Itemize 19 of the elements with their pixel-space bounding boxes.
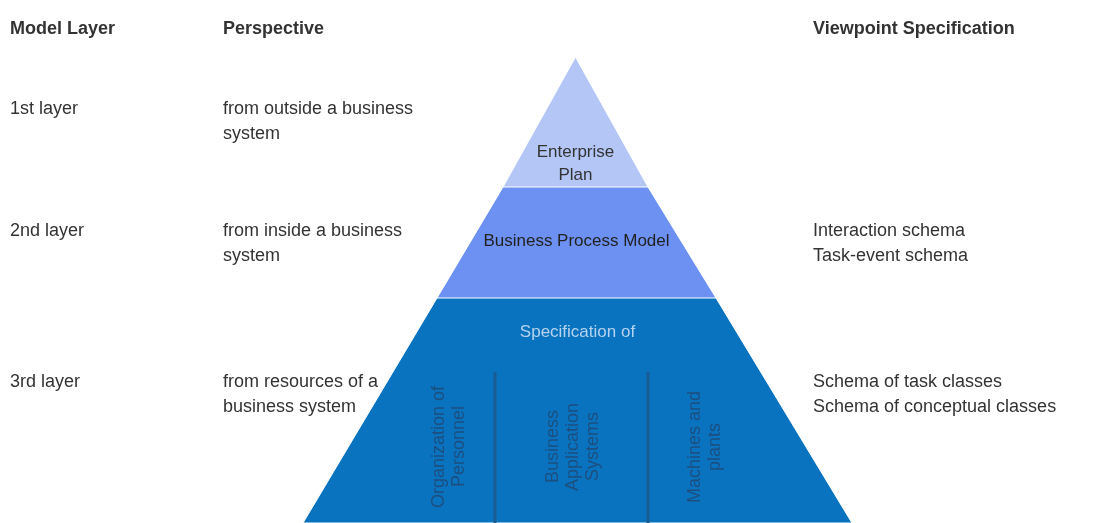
- tier-label: Enterprise Plan: [535, 141, 616, 186]
- description-text: from resources of a business system: [223, 370, 380, 418]
- column-header: Model Layer: [10, 17, 117, 40]
- column-label: Organization of Personnel: [427, 384, 468, 510]
- column-label: Business Application Systems: [541, 401, 602, 493]
- tier-label: Specification of: [518, 321, 637, 343]
- layer-label: 3rd layer: [10, 370, 82, 393]
- column-header: Perspective: [223, 17, 326, 40]
- tier-label: Business Process Model: [482, 230, 671, 252]
- layer-label: 1st layer: [10, 97, 80, 120]
- description-text: Schema of conceptual classes: [813, 395, 1058, 418]
- layer-label: 2nd layer: [10, 219, 86, 242]
- column-label: Machines and plants: [684, 389, 724, 505]
- description-text: from outside a business system: [223, 97, 415, 145]
- description-text: from inside a business system: [223, 219, 404, 267]
- description-text: Interaction schema: [813, 219, 967, 242]
- column-header: Viewpoint Specification: [813, 17, 1016, 40]
- description-text: Schema of task classes: [813, 370, 1004, 393]
- description-text: Task-event schema: [813, 244, 970, 267]
